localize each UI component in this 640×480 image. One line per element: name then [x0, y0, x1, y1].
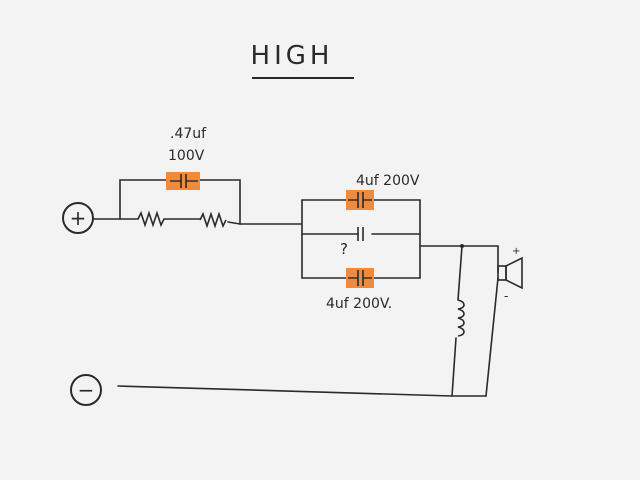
capacitor-c2-tag: [346, 190, 374, 210]
speaker-minus-label: -: [504, 289, 508, 303]
capacitor-c3-label: ?: [340, 240, 348, 258]
junction-dot: [460, 244, 464, 248]
resistor-1: [137, 210, 165, 228]
diagram-title: HIGH: [251, 41, 334, 71]
wire-c1-right: [199, 179, 241, 225]
negative-terminal: [70, 374, 102, 406]
capacitor-c4: [346, 268, 374, 288]
speaker-icon: [497, 256, 523, 290]
capacitor-c1-voltage: 100V: [168, 148, 205, 164]
capacitor-c3: [357, 227, 364, 241]
capacitor-c4-label: 4uf 200V.: [326, 296, 392, 312]
positive-terminal-label: +: [70, 206, 87, 230]
capacitor-c1-tag: [166, 172, 200, 190]
wire-r-out: [227, 221, 241, 225]
capacitor-c2-label: 4uf 200V: [356, 173, 420, 189]
wire-negative-bus: [117, 385, 487, 397]
wire-speaker-return: [485, 277, 499, 397]
wire-inductor-top: [457, 245, 463, 301]
speaker-plus-label: +: [512, 246, 520, 257]
resistor-2: [199, 211, 227, 229]
positive-terminal: [62, 202, 94, 234]
wire-inductor-bottom: [451, 337, 457, 397]
negative-terminal-label: −: [78, 378, 95, 402]
inductor-coil: [457, 299, 465, 337]
capacitor-c4-tag: [346, 268, 374, 288]
capacitor-c2: [346, 190, 374, 210]
capacitor-c1: [166, 172, 200, 190]
wire-c1-left: [119, 179, 171, 220]
wires: [93, 179, 499, 397]
capacitor-c1-value: .47uf: [170, 126, 207, 142]
